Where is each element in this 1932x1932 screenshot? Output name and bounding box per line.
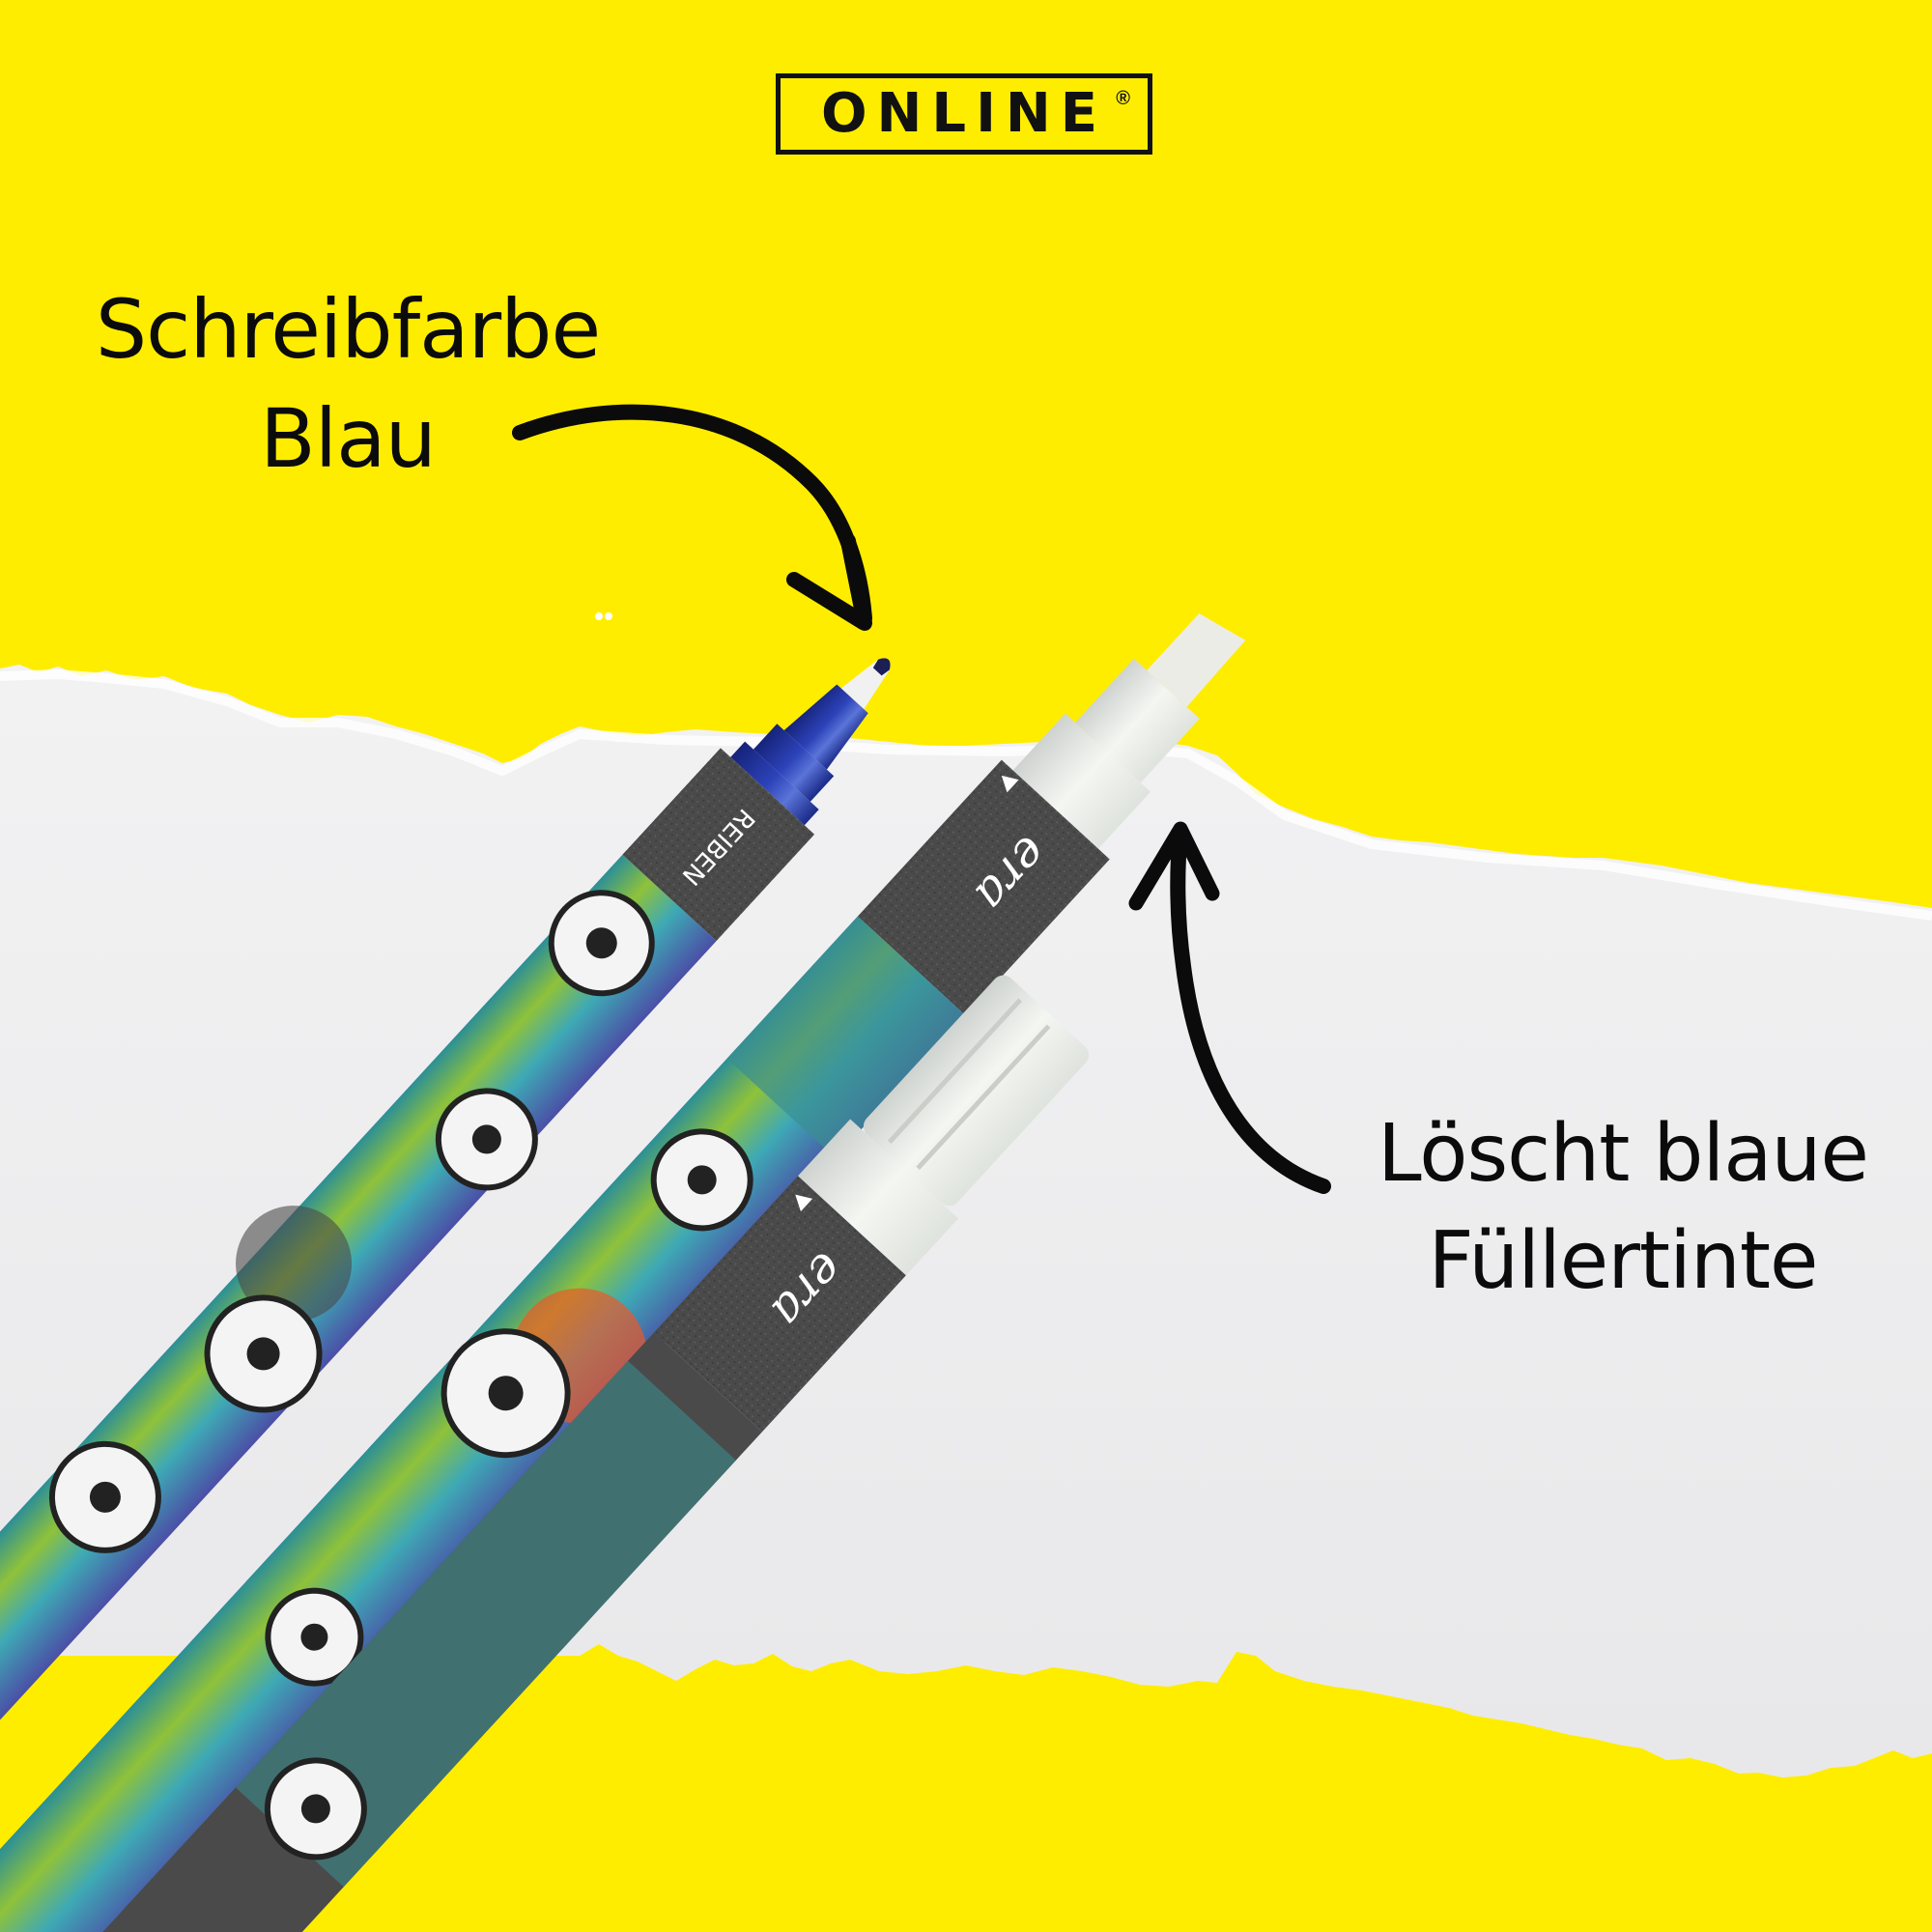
registered-mark: ®: [1116, 88, 1130, 109]
logo-text: ONLINE: [820, 82, 1108, 145]
callout-line-1: Löscht blaue: [1378, 1108, 1869, 1200]
writing-color-callout: Schreibfarbe Blau: [58, 275, 638, 495]
callout-line-2: Füllertinte: [1428, 1214, 1819, 1307]
callout-line-2: Blau: [260, 391, 437, 487]
eraser-function-callout: Löscht blaue Füllertinte: [1333, 1101, 1913, 1315]
callout-line-1: Schreibfarbe: [95, 282, 601, 377]
brand-logo: ONLINE ®: [776, 73, 1152, 155]
decorative-dots: [595, 611, 614, 622]
